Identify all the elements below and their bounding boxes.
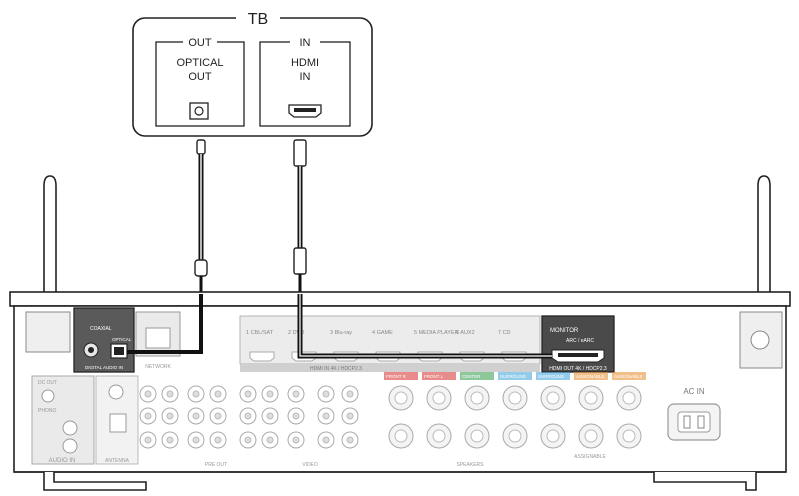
monitor-label: MONITOR — [550, 328, 579, 334]
speaker-channel-label: FRONT R — [386, 374, 407, 379]
tv-device: TB OUT OPTICAL OUT IN HDMI IN — [133, 6, 372, 136]
phono-label: PHONO — [38, 408, 56, 414]
video-label: VIDEO — [302, 462, 318, 468]
ac-in-label: AC IN — [683, 387, 705, 396]
hdmi-input-label: 7 CD — [498, 330, 511, 336]
hdmi-port-icon — [289, 105, 321, 117]
digital-audio-in-label: DIGITAL AUDIO IN — [85, 365, 123, 370]
tv-in-tab: IN — [300, 37, 311, 49]
network-label: NETWORK — [145, 364, 171, 370]
rca-jack-center — [145, 413, 151, 419]
antenna-label: ANTENNA — [105, 458, 130, 464]
speaker-channel-label: ASSIGNABLE — [576, 374, 605, 379]
rca-jack-center — [323, 437, 329, 443]
tv-out-label-2: OUT — [188, 71, 212, 83]
speaker-channel-label: ASSIGNABLE — [614, 374, 643, 379]
rca-jack-center — [347, 413, 353, 419]
speaker-binding-post-cap — [547, 392, 559, 404]
hdmi-cable-upper — [294, 140, 306, 296]
rca-jack-center — [193, 391, 199, 397]
speaker-binding-post-cap — [623, 430, 635, 442]
tv-out-tab: OUT — [188, 37, 212, 49]
hdmi-input-label: 5 MEDIA PLAYER — [414, 330, 459, 336]
tv-in-label-1: HDMI — [291, 57, 319, 69]
rca-jack-center — [145, 437, 151, 443]
speaker-channel-label: CENTER — [462, 374, 481, 379]
rca-jack-center — [293, 437, 299, 443]
speaker-channel-label: SURROUND — [538, 374, 565, 379]
foot-right — [654, 472, 756, 490]
rca-jack-center — [245, 391, 251, 397]
rca-jack-center — [193, 437, 199, 443]
hdmi-monitor-out-block: MONITOR ARC / eARC HDMI OUT 4K / HDCP2.3 — [542, 316, 614, 372]
antenna-section: ANTENNA — [96, 376, 138, 464]
rca-jack-center — [323, 413, 329, 419]
speaker-binding-post-cap — [509, 430, 521, 442]
rca-jack-center — [193, 413, 199, 419]
hdmi-in-label: HDMI IN 4K / HDCP2.3 — [310, 366, 362, 372]
speaker-binding-post-cap — [471, 392, 483, 404]
analog-jacks — [140, 386, 358, 448]
pre-out-label: PRE OUT — [205, 462, 227, 468]
tv-in-label-2: IN — [300, 71, 311, 83]
optical-port-icon — [190, 103, 208, 119]
audio-in-section: DC OUT PHONO AUDIO IN — [32, 376, 94, 464]
speaker-binding-post-cap — [509, 392, 521, 404]
speakers-label: SPEAKERS — [457, 462, 485, 468]
hdmi-input-port — [250, 352, 274, 361]
speaker-binding-post-cap — [395, 392, 407, 404]
speaker-channel-label: FRONT L — [424, 374, 444, 379]
rca-jack-center — [215, 413, 221, 419]
rca-jack-center — [267, 437, 273, 443]
receiver-top-rim — [10, 292, 790, 306]
rca-jack-center — [245, 437, 251, 443]
rca-jack-center — [167, 391, 173, 397]
av-receiver: COAXIAL OPTICAL DIGITAL AUDIO IN NETWORK… — [10, 292, 790, 490]
rca-jack-center — [167, 437, 173, 443]
speaker-binding-post-cap — [433, 392, 445, 404]
audio-in-label: AUDIO IN — [49, 458, 76, 464]
speaker-binding-post-cap — [585, 392, 597, 404]
rca-jack-center — [215, 391, 221, 397]
rca-jack-center — [267, 391, 273, 397]
foot-left — [44, 472, 146, 490]
hdmi-out-label: HDMI OUT 4K / HDCP2.3 — [549, 366, 607, 372]
tv-out-label-1: OPTICAL — [176, 57, 223, 69]
tv-title: TB — [248, 11, 268, 28]
optical-label: OPTICAL — [112, 337, 132, 342]
rca-jack-center — [167, 413, 173, 419]
optical-cable-upper — [195, 140, 207, 296]
rca-jack-center — [293, 391, 299, 397]
rca-jack-center — [215, 437, 221, 443]
rca-jack-center — [267, 413, 273, 419]
hdmi-input-label: 4 GAME — [372, 330, 393, 336]
rca-jack-center — [145, 391, 151, 397]
rca-jack-center — [347, 437, 353, 443]
hdmi-input-label: 6 AUX2 — [456, 330, 475, 336]
rca-jack-center — [293, 413, 299, 419]
assignable-label: ASSIGNABLE — [574, 454, 606, 460]
monitor-sub-label: ARC / eARC — [566, 338, 594, 344]
rca-jack-center — [245, 413, 251, 419]
speaker-binding-post-cap — [395, 430, 407, 442]
rca-jack-center — [323, 391, 329, 397]
dc-out-label: DC OUT — [38, 380, 57, 386]
speaker-channel-label: SURROUND — [500, 374, 527, 379]
coaxial-label: COAXIAL — [90, 326, 112, 332]
speaker-binding-post-cap — [585, 430, 597, 442]
rca-jack-center — [347, 391, 353, 397]
hdmi-input-label: 3 Blu-ray — [330, 330, 352, 336]
speaker-binding-post-cap — [547, 430, 559, 442]
hdmi-input-label: 1 CBL/SAT — [246, 330, 274, 336]
speaker-binding-post-cap — [623, 392, 635, 404]
speaker-binding-post-cap — [471, 430, 483, 442]
digital-audio-in-block: COAXIAL OPTICAL DIGITAL AUDIO IN — [74, 308, 134, 372]
speaker-binding-post-cap — [433, 430, 445, 442]
